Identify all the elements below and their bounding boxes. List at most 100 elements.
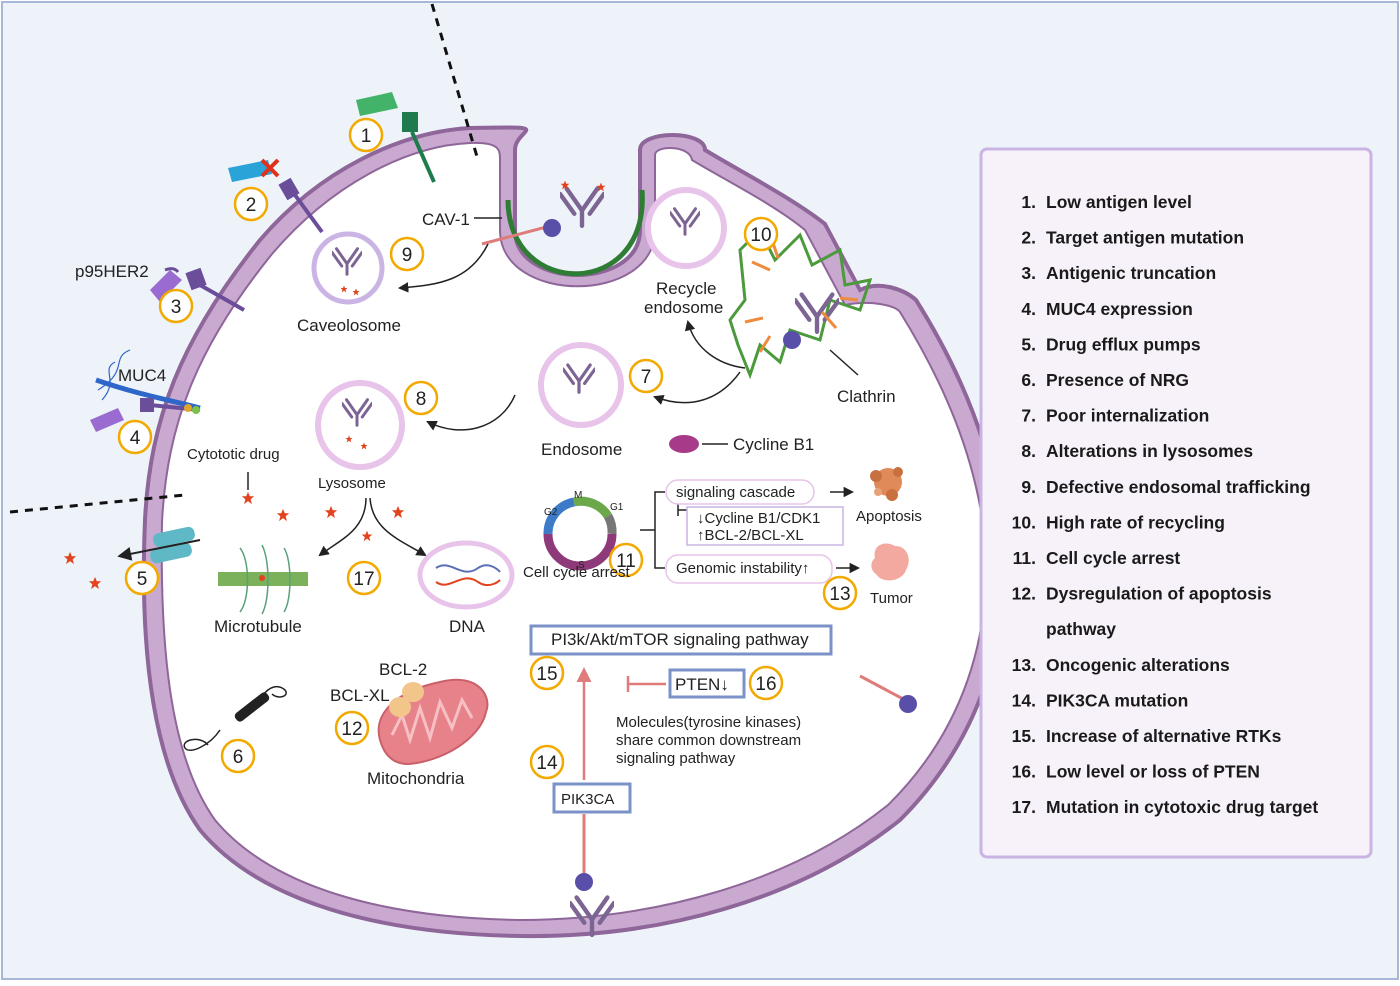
receptor-ball bbox=[899, 695, 917, 713]
label-pathway: PI3k/Akt/mTOR signaling pathway bbox=[551, 630, 809, 649]
badge-17: 17 bbox=[346, 560, 382, 596]
svg-text:3: 3 bbox=[171, 297, 182, 318]
legend-item: 10.High rate of recycling bbox=[1012, 512, 1225, 532]
label-mitochondria: Mitochondria bbox=[367, 769, 465, 788]
badge-6: 6 bbox=[220, 738, 256, 774]
mitochondria bbox=[377, 678, 489, 766]
svg-text:11: 11 bbox=[616, 551, 636, 572]
endosome bbox=[538, 342, 624, 428]
label-cdk-line2: ↑BCL-2/BCL-XL bbox=[697, 527, 804, 544]
svg-text:6.: 6. bbox=[1021, 370, 1036, 390]
svg-text:Drug efflux pumps: Drug efflux pumps bbox=[1046, 334, 1201, 354]
lysosome bbox=[315, 380, 405, 470]
receptor-3 bbox=[150, 267, 245, 312]
microtubule bbox=[218, 544, 308, 615]
svg-text:13.: 13. bbox=[1012, 655, 1036, 675]
dashed-divider-top bbox=[430, 3, 480, 161]
svg-text:9.: 9. bbox=[1021, 477, 1036, 497]
svg-text:Defective endosomal traffickin: Defective endosomal trafficking bbox=[1046, 477, 1311, 497]
svg-text:1: 1 bbox=[361, 126, 372, 147]
svg-text:16.: 16. bbox=[1012, 762, 1036, 782]
tumor-icon bbox=[871, 543, 909, 581]
label-cell-cycle-arrest: Cell cycle arrest bbox=[523, 564, 631, 581]
badge-12: 12 bbox=[334, 710, 370, 746]
badge-14: 14 bbox=[529, 744, 565, 780]
svg-text:7.: 7. bbox=[1021, 406, 1036, 426]
signaling-bracket bbox=[640, 491, 665, 569]
signaling-cascade-box bbox=[665, 479, 815, 505]
arrow-to-lysosome bbox=[426, 394, 516, 431]
cdk-box bbox=[686, 506, 844, 546]
label-pik3ca: PIK3CA bbox=[561, 791, 614, 808]
cell-cycle-ring bbox=[543, 496, 617, 571]
svg-text:7: 7 bbox=[641, 367, 652, 388]
svg-text:14: 14 bbox=[536, 753, 558, 774]
legend-item: 4.MUC4 expression bbox=[1021, 299, 1192, 319]
svg-text:3.: 3. bbox=[1021, 263, 1036, 283]
badge-15: 15 bbox=[529, 655, 565, 691]
legend-item: 9. Defective endosomal trafficking bbox=[1021, 477, 1310, 497]
receptor-ball bbox=[783, 331, 801, 349]
arrow-to-caveolosome bbox=[397, 243, 489, 293]
receptor-ball bbox=[575, 873, 593, 891]
label-pten: PTEN↓ bbox=[675, 675, 729, 694]
legend-item: 17.Mutation in cytotoxic drug target bbox=[1012, 797, 1319, 817]
svg-text:9: 9 bbox=[402, 245, 413, 266]
genomic-instability-box bbox=[665, 554, 833, 584]
legend-item: 2.Target antigen mutation bbox=[1021, 228, 1244, 248]
badge-13: 13 bbox=[822, 575, 858, 611]
arrow-to-recycle bbox=[684, 319, 746, 369]
legend-item: pathway bbox=[1046, 619, 1116, 639]
arrow-to-dna bbox=[369, 497, 427, 557]
svg-text:Poor internalization: Poor internalization bbox=[1046, 406, 1209, 426]
svg-text:8: 8 bbox=[416, 389, 427, 410]
svg-text:Oncogenic alterations: Oncogenic alterations bbox=[1046, 655, 1230, 675]
badge-1: 1 bbox=[348, 117, 384, 153]
receptor-2 bbox=[228, 158, 324, 234]
label-muc4: MUC4 bbox=[118, 366, 166, 385]
label-endosome: Endosome bbox=[541, 440, 622, 459]
legend-panel bbox=[979, 147, 1373, 859]
label-signaling-cascade: signaling cascade bbox=[676, 484, 795, 501]
svg-text:Low level or loss of PTEN: Low level or loss of PTEN bbox=[1046, 762, 1260, 782]
label-molecules-3: signaling pathway bbox=[616, 750, 736, 767]
legend-item: 8.Alterations in lysosomes bbox=[1021, 441, 1253, 461]
svg-text:High rate of recycling: High rate of recycling bbox=[1046, 512, 1225, 532]
svg-text:Increase of alternative RTKs: Increase of alternative RTKs bbox=[1046, 726, 1282, 746]
svg-text:Antigenic truncation: Antigenic truncation bbox=[1046, 263, 1216, 283]
legend-item: 11.Cell cycle arrest bbox=[1013, 548, 1181, 568]
legend-item: 12.Dysregulation of apoptosis bbox=[1012, 584, 1272, 604]
clathrin-pointer bbox=[829, 349, 859, 376]
label-molecules-2: share common downstream bbox=[616, 732, 801, 749]
svg-text:8.: 8. bbox=[1021, 441, 1036, 461]
svg-text:17.: 17. bbox=[1012, 797, 1036, 817]
label-phase-g2: G2 bbox=[544, 507, 558, 518]
caveolosome bbox=[311, 231, 385, 305]
svg-text:Cell cycle arrest: Cell cycle arrest bbox=[1046, 548, 1180, 568]
legend-item: 13. Oncogenic alterations bbox=[1012, 655, 1230, 675]
svg-text:10: 10 bbox=[750, 225, 771, 246]
rtk-right bbox=[859, 674, 906, 702]
label-recycle-endosome-1: Recycle bbox=[656, 279, 716, 298]
label-phase-m: M bbox=[574, 490, 582, 501]
receptor-ball bbox=[543, 219, 561, 237]
svg-text:15: 15 bbox=[536, 664, 557, 685]
badge-10: 10 bbox=[743, 216, 779, 252]
legend-item: 3. Antigenic truncation bbox=[1021, 263, 1216, 283]
svg-text:4: 4 bbox=[130, 428, 141, 449]
arrow-to-microtubule bbox=[318, 497, 367, 557]
efflux-pump bbox=[117, 526, 201, 564]
badge-11: 11 bbox=[608, 542, 644, 578]
svg-text:15.: 15. bbox=[1012, 726, 1036, 746]
pten-inhibit bbox=[626, 676, 666, 692]
label-clathrin: Clathrin bbox=[837, 387, 896, 406]
svg-text:6: 6 bbox=[233, 747, 244, 768]
label-phase-g1: G1 bbox=[610, 502, 624, 513]
cav1-receptor bbox=[481, 224, 551, 246]
badge-3: 3 bbox=[158, 288, 194, 324]
label-genomic-instability: Genomic instability↑ bbox=[676, 560, 809, 577]
badge-16: 16 bbox=[748, 665, 784, 701]
svg-text:14.: 14. bbox=[1012, 690, 1036, 710]
